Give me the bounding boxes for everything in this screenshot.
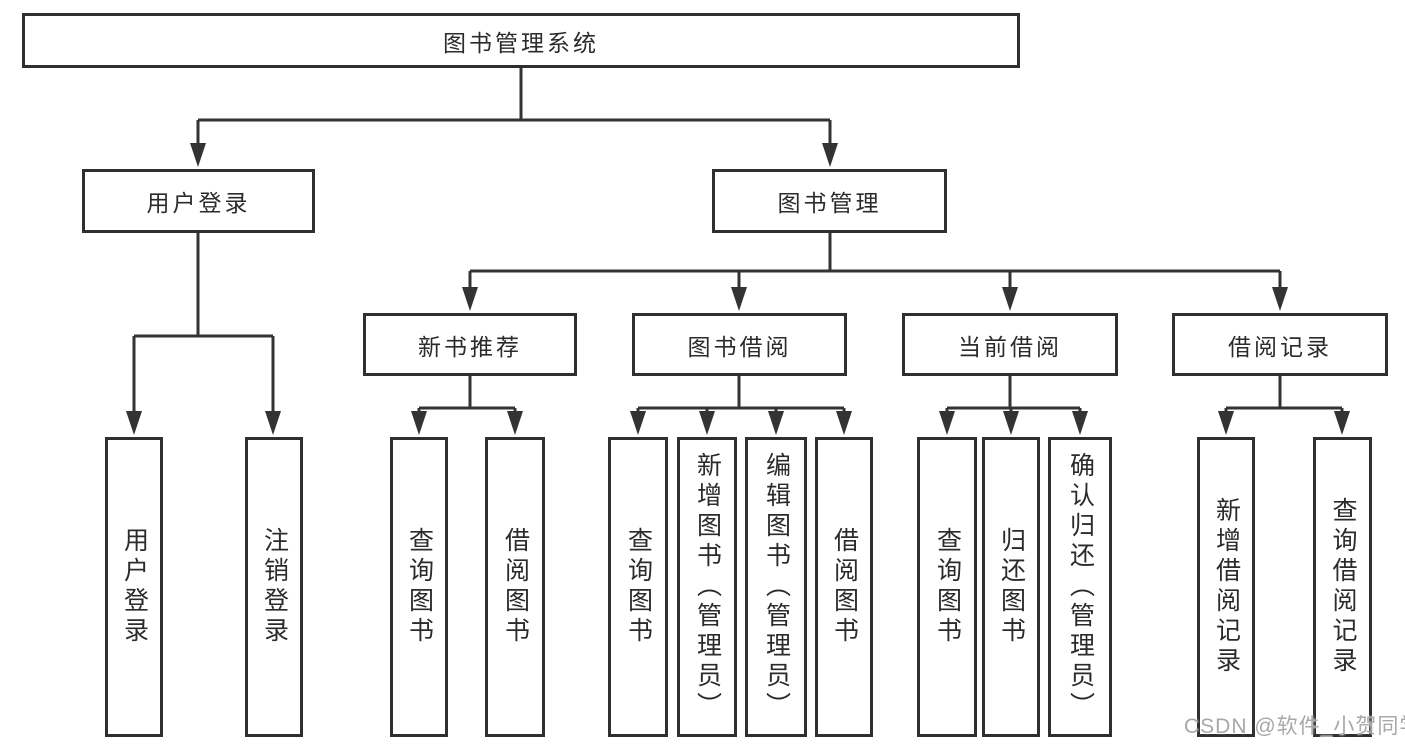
node-book-management: 图书管理 <box>712 169 947 233</box>
node-user-login-leaf: 用户登录 <box>105 437 163 737</box>
node-query-books-1: 查询图书 <box>390 437 448 737</box>
node-user-login: 用户登录 <box>82 169 315 233</box>
node-root: 图书管理系统 <box>22 13 1020 68</box>
node-query-borrow-record: 查询借阅记录 <box>1313 437 1372 737</box>
node-new-book-recommend: 新书推荐 <box>363 313 577 376</box>
node-query-books-3: 查询图书 <box>917 437 977 737</box>
node-edit-books-admin: 编辑图书（管理员） <box>745 437 807 737</box>
node-book-borrow: 图书借阅 <box>632 313 847 376</box>
node-borrow-records: 借阅记录 <box>1172 313 1388 376</box>
node-logout-leaf: 注销登录 <box>245 437 303 737</box>
node-borrow-books-1: 借阅图书 <box>485 437 545 737</box>
node-add-borrow-record: 新增借阅记录 <box>1197 437 1255 737</box>
node-current-borrow: 当前借阅 <box>902 313 1118 376</box>
node-add-books-admin: 新增图书（管理员） <box>677 437 737 737</box>
node-return-books: 归还图书 <box>982 437 1040 737</box>
node-confirm-return-admin: 确认归还（管理员） <box>1048 437 1112 737</box>
node-query-books-2: 查询图书 <box>608 437 668 737</box>
watermark: CSDN @软件_小贺同学 <box>1184 715 1405 738</box>
node-borrow-books-2: 借阅图书 <box>815 437 873 737</box>
